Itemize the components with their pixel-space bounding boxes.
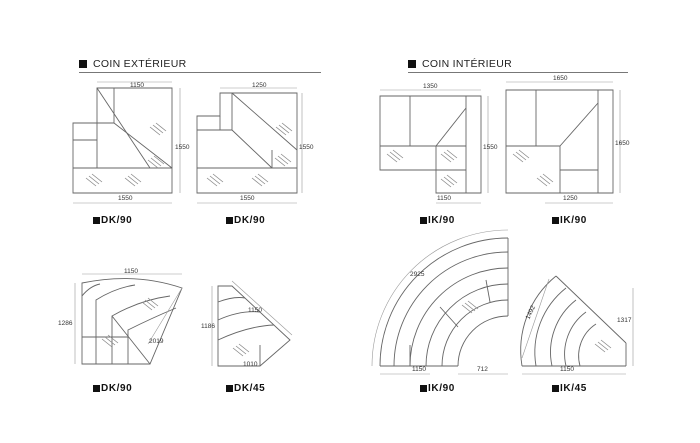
dim-ik45r-right: 1317 xyxy=(617,317,632,324)
bullet-square-icon xyxy=(408,60,416,68)
dim-dk90a-top: 1150 xyxy=(130,82,144,89)
dim-ik90a-top: 1350 xyxy=(423,83,438,90)
model-label-dk45-round: DK/45 xyxy=(226,382,265,394)
drawing-dk90-square-a xyxy=(72,81,181,204)
section-rule-interior xyxy=(408,72,628,73)
dim-ik90b-top: 1650 xyxy=(553,75,568,82)
section-header-interior: COIN INTÉRIEUR xyxy=(408,57,512,71)
bullet-square-icon xyxy=(93,384,100,392)
dim-ik90a-right: 1550 xyxy=(483,144,498,151)
section-header-exterior: COIN EXTÉRIEUR xyxy=(79,57,186,71)
dim-dk45r-bottom: 1010 xyxy=(243,361,258,368)
dim-dk45r-left: 1186 xyxy=(201,323,215,330)
dim-dk90b-bottom: 1550 xyxy=(240,195,255,202)
bullet-square-icon xyxy=(93,216,100,224)
dim-ik45r-bottom: 1150 xyxy=(560,366,574,373)
model-label-dk90-round: DK/90 xyxy=(93,382,132,394)
dim-dk90r-left: 1286 xyxy=(58,320,73,327)
bullet-square-icon xyxy=(226,216,233,224)
dim-dk90b-right: 1550 xyxy=(299,144,314,151)
dim-ik90r-bottom-b: 712 xyxy=(477,366,488,373)
bullet-square-icon xyxy=(420,384,427,392)
dim-ik90b-right: 1650 xyxy=(615,140,630,147)
drawing-dk90-square-b xyxy=(196,87,303,204)
bullet-square-icon xyxy=(226,384,233,392)
drawing-ik90-square-a xyxy=(379,89,489,204)
section-title-interior: COIN INTÉRIEUR xyxy=(422,58,512,70)
dim-ik90r-bottom-a: 1150 xyxy=(412,366,426,373)
dim-ik90a-bottom: 1150 xyxy=(437,195,451,202)
dim-ik90r-arc: 2925 xyxy=(410,271,425,278)
model-label-ik90-square-b: IK/90 xyxy=(552,214,587,226)
bullet-square-icon xyxy=(552,384,559,392)
model-label-dk90-square-a: DK/90 xyxy=(93,214,132,226)
drawing-dk45-round xyxy=(211,280,293,367)
bullet-square-icon xyxy=(552,216,559,224)
section-rule-exterior xyxy=(79,72,321,73)
dim-dk90a-right: 1550 xyxy=(175,144,190,151)
drawing-dk90-round xyxy=(74,273,183,365)
drawing-ik90-round xyxy=(371,229,509,375)
bullet-square-icon xyxy=(79,60,87,68)
section-title-exterior: COIN EXTÉRIEUR xyxy=(93,58,187,70)
dim-dk90a-bottom: 1550 xyxy=(118,195,133,202)
bullet-square-icon xyxy=(420,216,427,224)
dim-dk90r-top: 1150 xyxy=(124,268,138,275)
dim-dk45r-top: 1150 xyxy=(248,307,262,314)
model-label-dk90-square-b: DK/90 xyxy=(226,214,265,226)
model-label-ik90-square-a: IK/90 xyxy=(420,214,455,226)
drawing-ik90-square-b xyxy=(505,81,621,204)
model-label-ik90-round: IK/90 xyxy=(420,382,455,394)
drawing-ik45-round xyxy=(520,275,634,375)
model-label-ik45-round: IK/45 xyxy=(552,382,587,394)
dim-dk90r-diag: 2019 xyxy=(149,338,164,345)
dim-dk90b-top: 1250 xyxy=(252,82,267,89)
dim-ik90b-bottom: 1250 xyxy=(563,195,578,202)
